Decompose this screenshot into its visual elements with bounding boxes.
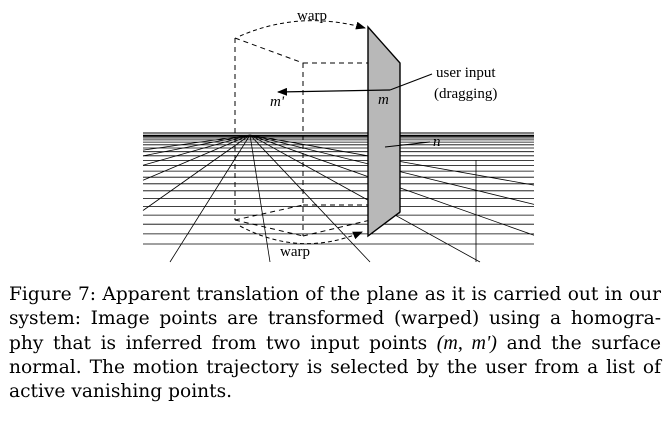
figure-caption: Figure 7: Apparent translation of the pl… (9, 283, 661, 404)
shaded-plane (367, 25, 401, 238)
user-input-leader (389, 73, 433, 91)
warp-top-label: warp (297, 8, 327, 24)
grid-converging-line (249, 134, 371, 263)
user-input-label: user input (436, 65, 496, 81)
caption-line-2: system: Image points are transformed (wa… (9, 308, 661, 329)
caption-figure-label: Figure 7: (9, 284, 97, 305)
warp-arcs (239, 20, 366, 245)
grid-converging-line (142, 134, 251, 211)
warp-bottom-label: warp (280, 244, 310, 260)
caption-line-4: normal. The motion trajectory is selecte… (9, 357, 661, 378)
warp-diagram: warp warp m m' user input (dragging) n (142, 8, 535, 263)
caption-line-3: phy that is inferred from two input poin… (9, 332, 661, 354)
grid-converging-line (169, 134, 251, 263)
caption-line-1: Figure 7: Apparent translation of the pl… (9, 284, 661, 305)
grid-converging-line (249, 134, 271, 263)
m-prime-label: m' (270, 94, 285, 110)
figure-illustration: warp warp m m' user input (dragging) n (142, 8, 535, 263)
m-label: m (378, 92, 389, 108)
dragging-label: (dragging) (434, 86, 497, 102)
normal-leader (384, 141, 431, 148)
caption-line-5: active vanishing points. (9, 381, 233, 402)
grid-converging-line (249, 134, 481, 263)
normal-n-label: n (433, 134, 441, 150)
ground-grid (142, 134, 535, 263)
grid-converging-line (142, 134, 251, 157)
grid-converging-line (142, 134, 251, 151)
caption-math: (m, m') (436, 332, 497, 354)
grid-converging-line (142, 134, 251, 181)
drag-arrow (277, 87, 391, 96)
dashed-original-plane (234, 37, 401, 237)
grid-converging-line (142, 134, 251, 166)
